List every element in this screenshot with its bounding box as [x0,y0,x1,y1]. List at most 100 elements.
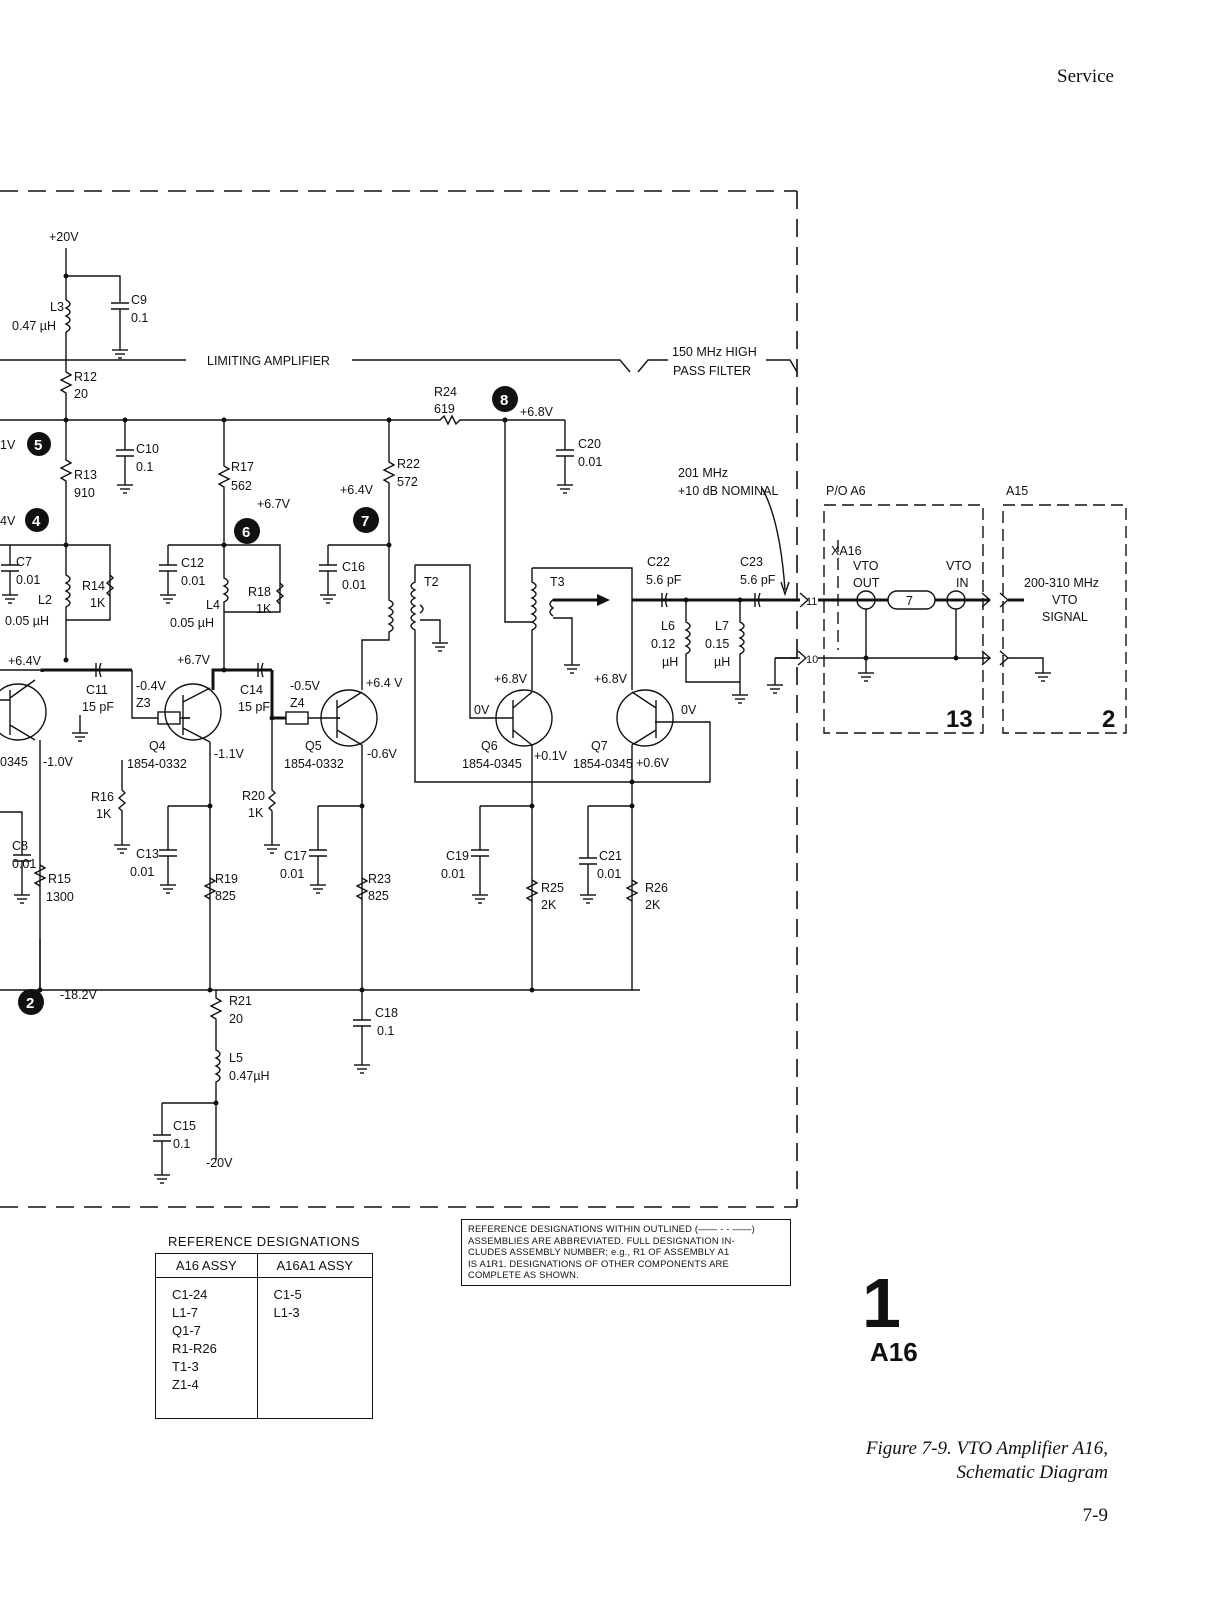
a15-label: A15 [1006,484,1028,498]
q3-emitter-voltage: -1.0V [43,755,74,769]
r19-ref: R19 [215,872,238,886]
ref-item: R1-R26 [172,1341,217,1356]
note-line: ASSEMBLIES ARE ABBREVIATED. FULL DESIGNA… [468,1234,735,1246]
a15-service-sheet: 2 [1102,706,1115,733]
q6-collector-voltage: +6.8V [494,672,528,686]
c20-ref: C20 [578,437,601,451]
q7-collector-voltage: +6.8V [594,672,628,686]
svg-text:+6.4V: +6.4V [340,483,374,497]
c20-value: 0.01 [578,455,602,469]
supply-minus20: -20V [206,1156,233,1170]
q7-base-voltage: 0V [681,703,697,717]
connector-pins [775,592,810,666]
signal-frequency: 201 MHz [678,466,728,480]
r15-ref: R15 [48,872,71,886]
c8-ref: C8 [12,839,28,853]
l7-ref: L7 [715,619,729,633]
note-line: COMPLETE AS SHOWN. [468,1269,579,1280]
q6-ref: Q6 [481,739,498,753]
t2-ref: T2 [424,575,439,589]
c21-ref: C21 [599,849,622,863]
caption-line-1: Figure 7-9. VTO Amplifier A16, [865,1438,1108,1459]
section-header: Service [1057,66,1114,87]
r12-value: 20 [74,387,88,401]
c23-ref: C23 [740,555,763,569]
note-line: REFERENCE DESIGNATIONS WITHIN OUTLINED (… [468,1223,755,1234]
xa16-label: XA16 [831,544,862,558]
service-sheet-assembly: A16 [870,1337,918,1367]
a15-signal-range: 200-310 MHz [1024,576,1099,590]
c12-value: 0.01 [181,574,205,588]
q4-ref: Q4 [149,739,166,753]
r13-ref: R13 [74,468,97,482]
l3-value: 0.47 µH [12,319,56,333]
vto-in-label-1: VTO [946,559,972,573]
r22-ref: R22 [397,457,420,471]
reference-designations-table: REFERENCE DESIGNATIONS A16 ASSY A16A1 AS… [155,1234,374,1419]
vto-out-label-1: VTO [853,559,879,573]
assembly-outline [0,190,798,1208]
c22-value: 5.6 pF [646,573,682,587]
c16-ref: C16 [342,560,365,574]
assembly-a6 [818,504,992,734]
ref-a16-list: C1-24 L1-7 Q1-7 R1-R26 T1-3 Z1-4 [155,1277,258,1419]
c7-ref: C7 [16,555,32,569]
r23-value: 825 [368,889,389,903]
pin-10: 10 [806,654,818,666]
l4-value: 0.05 µH [170,616,214,630]
vto-in-label-2: IN [956,576,969,590]
c15-value: 0.1 [173,1137,190,1151]
c18-ref: C18 [375,1006,398,1020]
q3-collector-voltage: +6.4V [8,654,42,668]
l3-ref: L3 [50,300,64,314]
r19-value: 825 [215,889,236,903]
r13-value: 910 [74,486,95,500]
q5-emitter-voltage: -0.6V [367,747,398,761]
supply-wiring [0,248,574,480]
node-5: 5 1V [0,432,51,456]
r21-ref: R21 [229,994,252,1008]
node-2: 2 -18.2V [18,988,97,1015]
negative-supply [153,990,223,1170]
c14-value: 15 pF [238,700,270,714]
page-number: 7-9 [1082,1505,1108,1526]
r12-ref: R12 [74,370,97,384]
c19-ref: C19 [446,849,469,863]
c17-value: 0.01 [280,867,304,881]
c7-value: 0.01 [16,573,40,587]
r24-ref: R24 [434,385,457,399]
q5-ref: Q5 [305,739,322,753]
ref-item: L1-7 [172,1305,199,1320]
q5-part-number: 1854-0332 [284,757,344,771]
l5-value: 0.47µH [229,1069,270,1083]
node-4: 4 4V [0,508,49,532]
ref-col-a16: A16 ASSY [155,1253,258,1278]
r26-value: 2K [645,898,661,912]
cable-7: 7 [906,594,913,608]
q6-base-voltage: 0V [474,703,490,717]
high-pass-filter [552,487,800,690]
svg-text:4V: 4V [0,514,16,528]
c9-value: 0.1 [131,311,148,325]
hpf-label-1: 150 MHz HIGH [672,345,757,359]
svg-text:6: 6 [242,524,250,541]
c15-ref: C15 [173,1119,196,1133]
signal-level: +10 dB NOMINAL [678,484,778,498]
vto-out-label-2: OUT [853,576,880,590]
assembly-a15 [999,504,1127,734]
l2-ref: L2 [38,593,52,607]
c12-ref: C12 [181,556,204,570]
c11-value: 15 pF [82,700,114,714]
r26-ref: R26 [645,881,668,895]
l6-value: 0.12 [651,637,675,651]
r16-ref: R16 [91,790,114,804]
a6-label: P/O A6 [826,484,866,498]
l4-ref: L4 [206,598,220,612]
caption-line-2: Schematic Diagram [956,1462,1108,1483]
q3-part-number: 0345 [0,755,28,769]
r22-value: 572 [397,475,418,489]
note-line: CLUDES ASSEMBLY NUMBER; e.g., R1 OF ASSE… [468,1246,730,1257]
svg-text:7: 7 [361,513,369,530]
l6-unit: µH [662,655,678,669]
